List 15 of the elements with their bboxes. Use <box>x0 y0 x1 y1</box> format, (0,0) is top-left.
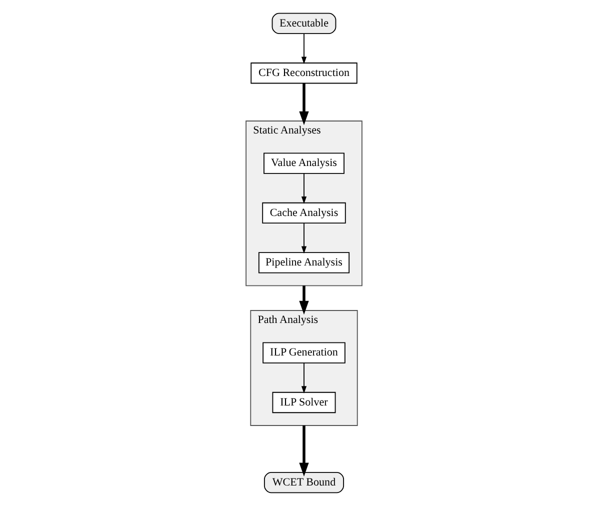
arrow <box>301 33 307 64</box>
node-box: Cache Analysis <box>262 202 346 224</box>
node-box: Pipeline Analysis <box>258 252 350 274</box>
node-box: WCET Bound <box>264 472 344 494</box>
node-box: CFG Reconstruction <box>250 62 358 84</box>
node-box: Executable <box>272 12 336 34</box>
arrow <box>301 362 307 394</box>
arrow <box>301 172 307 204</box>
arrow <box>299 84 309 126</box>
node-box: ILP Generation <box>262 342 346 364</box>
node-box: ILP Solver <box>272 392 336 414</box>
arrow <box>299 286 309 315</box>
node-box: Value Analysis <box>264 152 344 174</box>
arrow <box>301 222 307 254</box>
arrow <box>299 426 309 477</box>
